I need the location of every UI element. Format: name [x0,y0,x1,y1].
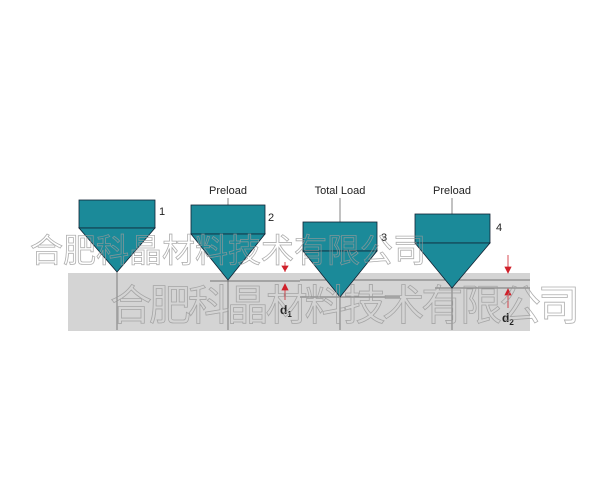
step-1-label: 1 [159,206,165,218]
watermark-1: 合肥科晶材料技术有限公司 [30,231,426,270]
step-4-label: 4 [496,222,502,234]
arrow-d1 [281,262,289,300]
indenter-3 [302,221,378,298]
preload-label-1: Preload [209,185,247,197]
indenter-4 [414,213,491,289]
step-3-label: 3 [381,232,387,244]
indenter-1 [78,199,156,273]
watermark-2: 合肥科晶材料技术有限公司 [110,281,580,330]
step-2-label: 2 [268,212,274,224]
preload-label-2: Preload [433,185,471,197]
arrow-d2 [504,255,512,308]
indenter-2 [190,204,266,281]
d2-label: d2 [502,311,514,327]
d1-label: d1 [280,303,292,319]
total-load-label: Total Load [315,185,366,197]
